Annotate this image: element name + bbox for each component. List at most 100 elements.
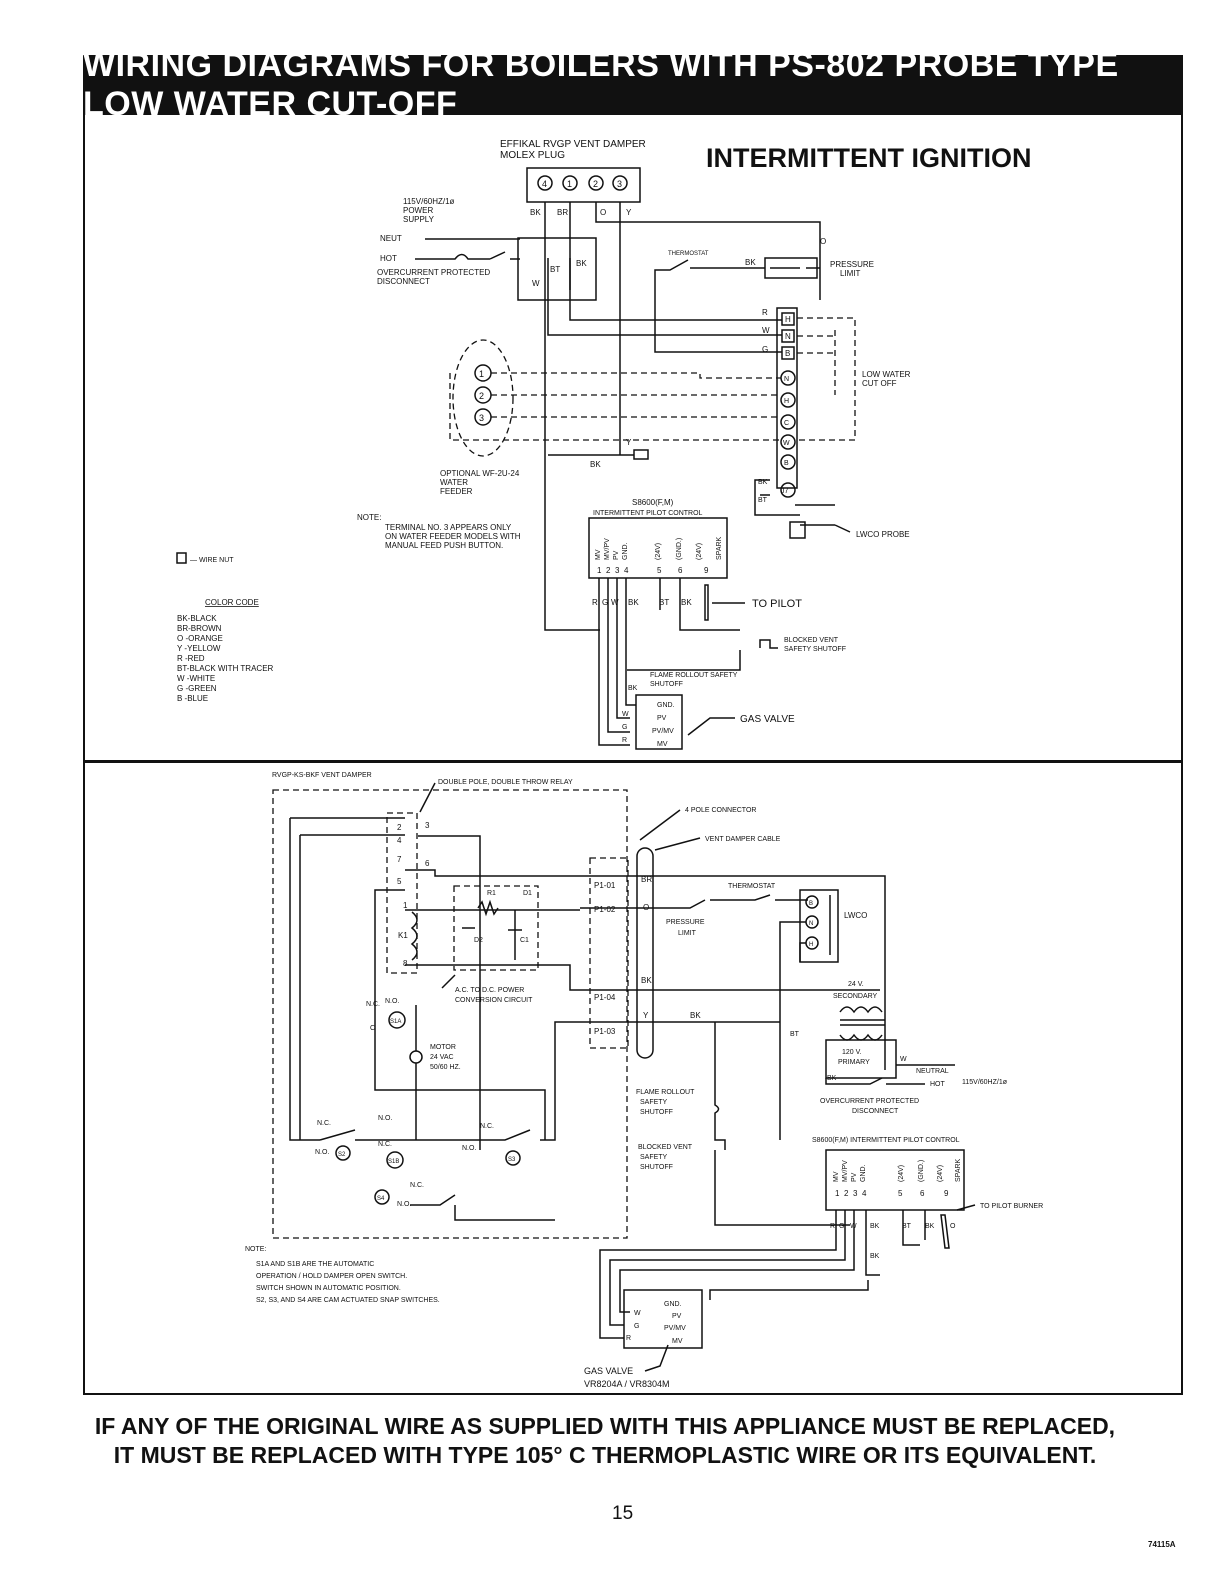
pressure-limit-label: PRESSURE (666, 919, 705, 926)
color-code-item: BT-BLACK WITH TRACER (177, 664, 274, 673)
control-label: INTERMITTENT PILOT CONTROL (593, 510, 703, 517)
control-number: 5 (657, 566, 662, 575)
feeder-label: OPTIONAL WF-2U-24 (440, 469, 520, 478)
switch-label: S4 (377, 1196, 385, 1202)
relay-pins: 2 3 4 7 6 5 1 8 (397, 821, 430, 968)
to-pilot-label: TO PILOT BURNER (980, 1203, 1043, 1210)
motor-label: 24 VAC (430, 1054, 454, 1061)
r-label: R (622, 737, 627, 744)
control-number: 1 (835, 1189, 840, 1198)
control-terminal: (24V) (937, 1165, 944, 1182)
relay-pin: 4 (397, 836, 402, 845)
lwco-terminal: B (809, 901, 813, 907)
g-label: G (622, 724, 627, 731)
bottom-diagram: RVGP-KS-BKF VENT DAMPER DOUBLE POLE, DOU… (245, 772, 1043, 1389)
control-terminal: (24V) (898, 1165, 905, 1182)
control-numbers: 1 2 3 4 5 6 9 (597, 566, 709, 575)
lwco-label: LWCO (844, 911, 867, 920)
power-supply-label: 115V/60HZ/1ø (403, 197, 455, 206)
transformer-primary (825, 1039, 897, 1079)
wire-label: BK (641, 976, 652, 985)
flame-rollout-label: FLAME ROLLOUT (636, 1089, 695, 1096)
control-number: 1 (597, 566, 602, 575)
relay-pin: 5 (397, 877, 402, 886)
molex-plug (526, 167, 641, 203)
control-terminal: MV/PV (842, 1160, 849, 1182)
wire-label: G (602, 598, 608, 607)
blocked-vent-label: BLOCKED VENT (638, 1144, 693, 1151)
top-diagram: EFFIKAL RVGP VENT DAMPER MOLEX PLUG 4 1 … (176, 139, 911, 750)
note-line: OPERATION / HOLD DAMPER OPEN SWITCH. (256, 1273, 407, 1280)
switch-label: S1B (388, 1159, 399, 1165)
to-pilot-label: TO PILOT (752, 598, 802, 610)
gas-valve-terminals: GND. PV PV/MV MV (652, 702, 675, 748)
color-code-item: B -BLUE (177, 694, 208, 703)
bk-label: BK (628, 685, 638, 692)
disconnect-label: DISCONNECT (377, 277, 430, 286)
wire-label: Y (643, 1011, 649, 1020)
motor-label: 50/60 HZ. (430, 1064, 461, 1071)
flame-rollout-label: SAFETY (640, 1099, 668, 1106)
gas-valve-terminal: PV/MV (664, 1325, 686, 1332)
c1-label: C1 (520, 937, 529, 944)
control-terminal: (24V) (696, 543, 703, 560)
bk-label: BK (590, 460, 601, 469)
lwco-probe (789, 521, 806, 539)
wire-label: G (839, 1223, 844, 1230)
thermostat-label: THERMOSTAT (668, 251, 709, 257)
vent-damper-cable (636, 847, 654, 1059)
power-supply-label: SUPPLY (403, 215, 435, 224)
flame-rollout-label: SHUTOFF (640, 1109, 673, 1116)
control-label: S8600(F,M) (632, 498, 674, 507)
note-text: MANUAL FEED PUSH BUTTON. (385, 541, 503, 550)
wire-label: Y (626, 208, 632, 217)
document-code: 74115A (1148, 1540, 1176, 1549)
control-number: 6 (678, 566, 683, 575)
wire-label: W (611, 598, 619, 607)
low-water-cutoff-label: CUT OFF (862, 379, 897, 388)
wire-label: R (592, 598, 598, 607)
relay-pin: 3 (425, 821, 430, 830)
blocked-vent-label: SAFETY (640, 1154, 668, 1161)
gas-valve-terminal: PV/MV (652, 728, 674, 735)
lwco (799, 889, 839, 963)
cable-wire-labels: BR O BK Y BK (641, 875, 701, 1020)
plug-pin: 1 (567, 179, 572, 189)
four-pole-connector (589, 857, 629, 1049)
bk-label: BK (870, 1253, 880, 1260)
lwco-probe-label: LWCO PROBE (856, 530, 910, 539)
control-terminal: MV (595, 549, 602, 560)
no-label: N.O. (378, 1115, 392, 1122)
note-line: SWITCH SHOWN IN AUTOMATIC POSITION. (256, 1285, 401, 1292)
page-number: 15 (612, 1503, 634, 1524)
control-terminal: PV (613, 550, 620, 560)
wire-nut-icon (633, 449, 649, 460)
wire-nut-icon (176, 552, 187, 564)
wire-label: BR (557, 208, 568, 217)
nc-label: N.C. (366, 1001, 380, 1008)
wire-label: O (950, 1223, 956, 1230)
plug-pin: 4 (542, 179, 547, 189)
control-terminal: GND. (860, 1164, 867, 1182)
note-line: S1A AND S1B ARE THE AUTOMATIC (256, 1261, 374, 1268)
nc-label: N.C. (378, 1141, 392, 1148)
disconnect-label: DISCONNECT (852, 1108, 899, 1115)
no-label: N.O. (397, 1201, 411, 1208)
color-code-item: Y -YELLOW (177, 644, 221, 653)
control-number: 5 (898, 1189, 903, 1198)
control-number: 9 (704, 566, 709, 575)
gas-valve (635, 694, 683, 750)
wire-label: BK (628, 598, 639, 607)
note-label: NOTE: (357, 513, 381, 522)
d1-label: D1 (523, 890, 532, 897)
control-number: 9 (944, 1189, 949, 1198)
nc-label: N.C. (410, 1182, 424, 1189)
color-code-item: W -WHITE (177, 674, 215, 683)
lwco-terminal: B (784, 460, 789, 467)
primary-label: PRIMARY (838, 1059, 870, 1066)
w-label: W (532, 279, 540, 288)
switch-label: S3 (508, 1157, 516, 1163)
connector-pin: P1-03 (594, 1027, 616, 1036)
control-terminal-labels: MV MV/PV PV GND. (24V) (GND.) (24V) SPAR… (595, 536, 723, 560)
